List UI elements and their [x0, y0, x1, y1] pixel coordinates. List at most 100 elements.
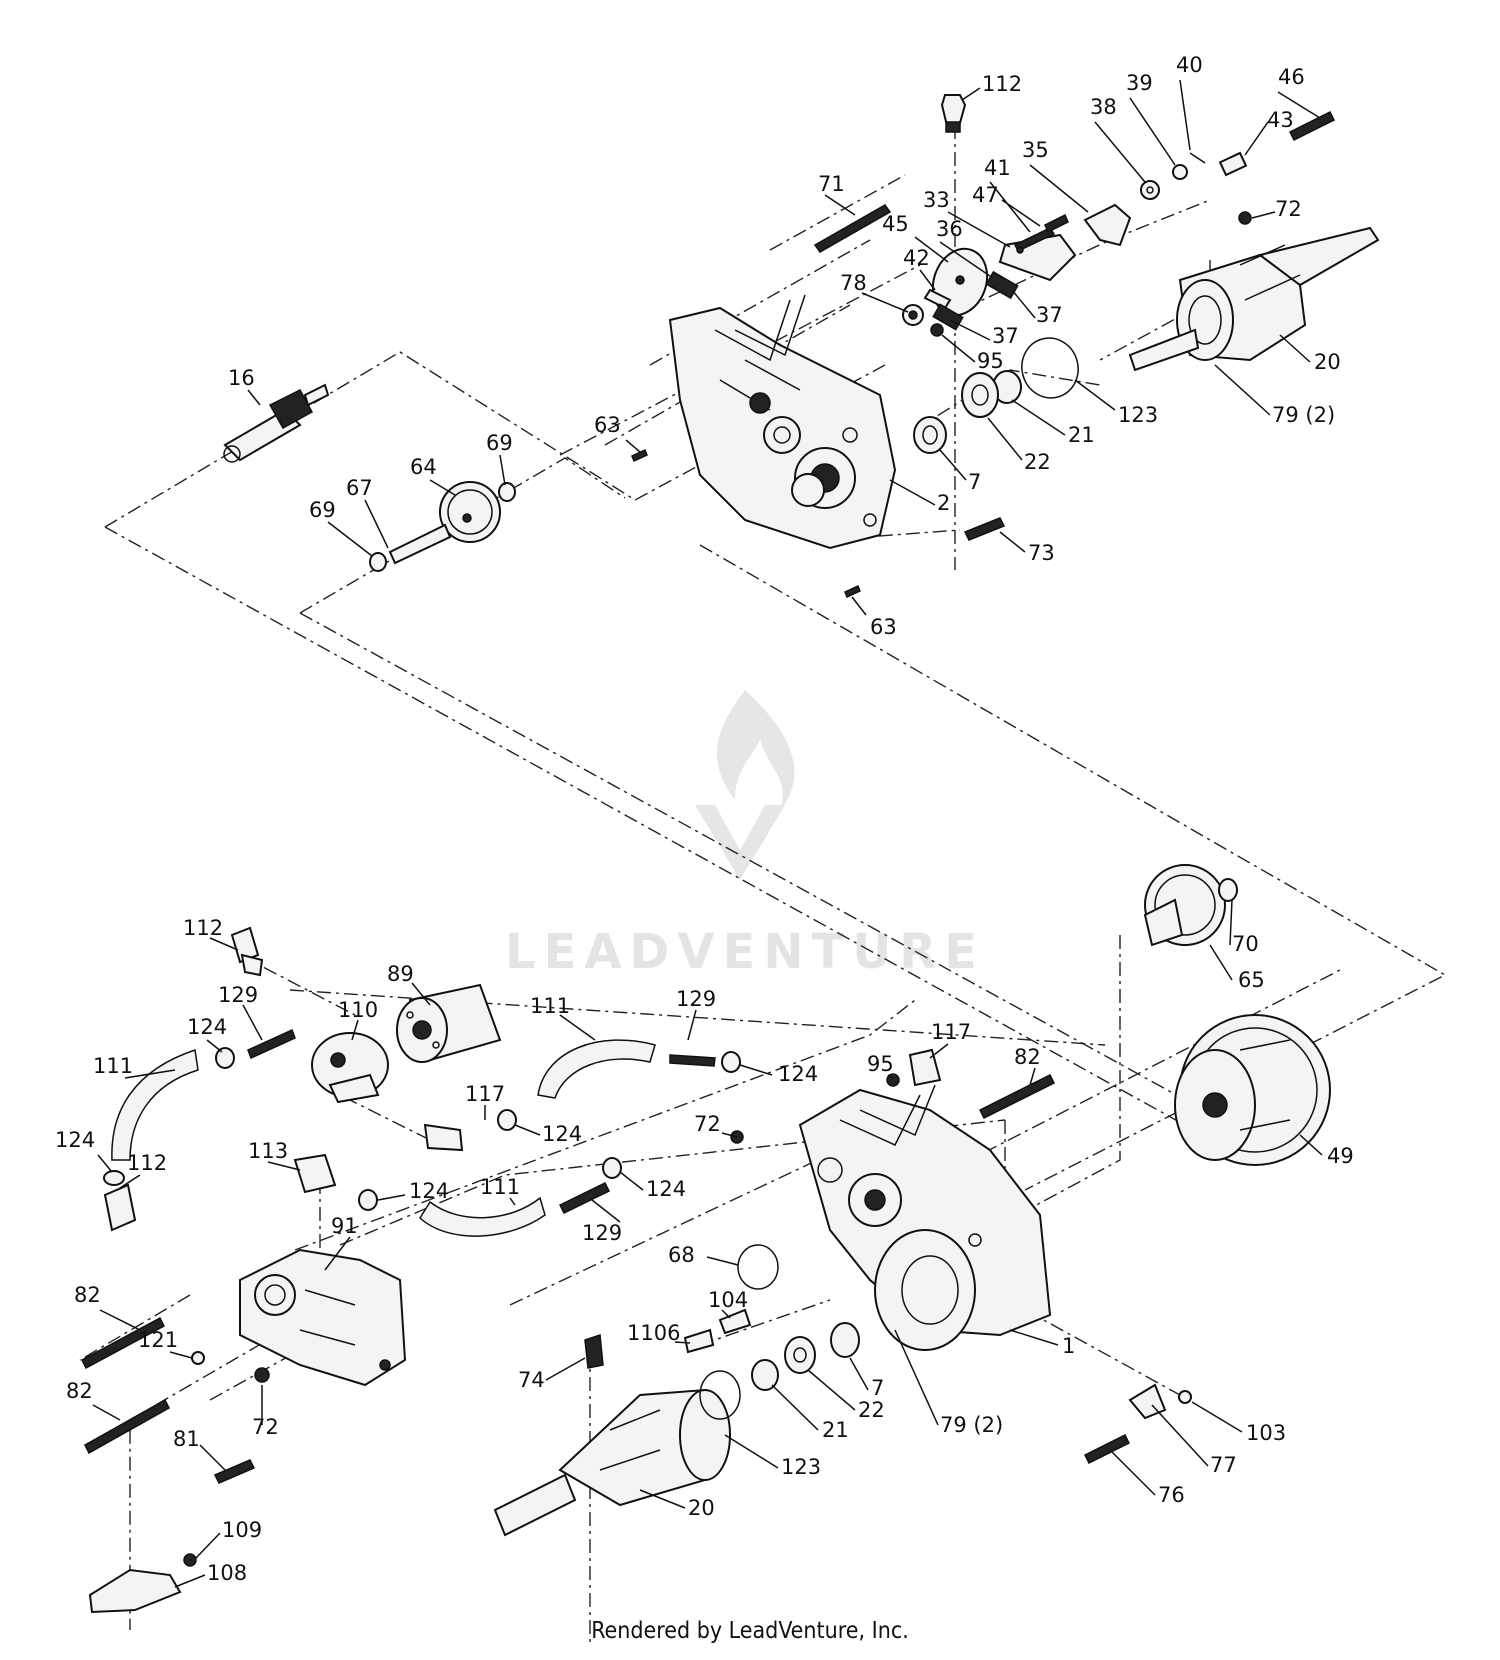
label-81: 81 — [173, 1427, 200, 1451]
pin-63-a — [631, 448, 648, 463]
shift-arm-plate — [998, 203, 1132, 282]
leadventure-watermark: LEADVENTURE — [505, 690, 985, 980]
oil-filter-89 — [396, 983, 502, 1063]
label-89: 89 — [387, 962, 414, 986]
label-1: 1 — [1062, 1334, 1075, 1358]
fitting-112-top — [940, 94, 967, 133]
label-37: 37 — [1036, 303, 1063, 327]
callout-labels: 112 46 40 39 43 38 35 41 47 71 33 72 45 … — [55, 53, 1354, 1585]
label-111-b: 111 — [530, 994, 570, 1018]
label-7-b: 7 — [871, 1376, 884, 1400]
hose-clamps-124 — [103, 1047, 741, 1211]
label-129-c: 129 — [582, 1221, 622, 1245]
label-69: 69 — [486, 431, 513, 455]
label-49: 49 — [1327, 1144, 1354, 1168]
label-82-b: 82 — [74, 1283, 101, 1307]
leader-lines — [92, 79, 1323, 1588]
bolt-82-left-a — [81, 1316, 165, 1370]
label-77: 77 — [1210, 1453, 1237, 1477]
label-70: 70 — [1232, 932, 1259, 956]
label-20-b: 20 — [688, 1496, 715, 1520]
label-124-e: 124 — [409, 1179, 449, 1203]
fitting-104 — [718, 1308, 752, 1335]
label-109: 109 — [222, 1518, 262, 1542]
watermark-text: LEADVENTURE — [505, 924, 985, 980]
label-129: 129 — [218, 983, 258, 1007]
label-47: 47 — [972, 183, 999, 207]
seal-rings-top — [913, 337, 1079, 454]
label-121: 121 — [138, 1328, 178, 1352]
label-22: 22 — [1024, 450, 1051, 474]
label-111: 111 — [93, 1054, 133, 1078]
bolt-82-right — [978, 1073, 1056, 1120]
label-95-b: 95 — [867, 1052, 894, 1076]
label-124-c: 124 — [542, 1122, 582, 1146]
label-72-c: 72 — [252, 1415, 279, 1439]
label-43: 43 — [1267, 108, 1294, 132]
label-78: 78 — [840, 271, 867, 295]
label-65: 65 — [1238, 968, 1265, 992]
label-95: 95 — [977, 349, 1004, 373]
label-35: 35 — [1022, 138, 1049, 162]
pin-63-b — [844, 584, 861, 599]
label-21: 21 — [1068, 423, 1095, 447]
label-73: 73 — [1028, 541, 1055, 565]
label-112-c: 112 — [127, 1151, 167, 1175]
label-63: 63 — [594, 413, 621, 437]
label-103: 103 — [1246, 1421, 1286, 1445]
label-123-b: 123 — [781, 1455, 821, 1479]
label-67: 67 — [346, 476, 373, 500]
bolt-73 — [963, 517, 1006, 541]
shift-linkage-parts — [1140, 110, 1336, 200]
label-111-c: 111 — [480, 1175, 520, 1199]
hose-111-low — [419, 1196, 546, 1237]
label-39: 39 — [1126, 71, 1153, 95]
label-79-2: 79 (2) — [1272, 403, 1335, 427]
seal-rings-lower — [751, 1322, 860, 1391]
label-110: 110 — [338, 998, 378, 1022]
o-ring-68 — [737, 1244, 779, 1290]
label-124: 124 — [187, 1015, 227, 1039]
label-46: 46 — [1278, 65, 1305, 89]
label-123: 123 — [1118, 403, 1158, 427]
label-91: 91 — [331, 1214, 358, 1238]
label-72: 72 — [1275, 197, 1302, 221]
label-22-b: 22 — [858, 1398, 885, 1422]
label-112-b: 112 — [183, 916, 223, 940]
label-129-b: 129 — [676, 987, 716, 1011]
bolt-81 — [213, 1459, 256, 1484]
label-41: 41 — [984, 156, 1011, 180]
label-21-b: 21 — [822, 1418, 849, 1442]
label-2: 2 — [937, 491, 950, 515]
bracket-108 — [88, 1568, 182, 1614]
filter-head-110 — [311, 1032, 389, 1104]
label-72-b: 72 — [694, 1112, 721, 1136]
case-main-1 — [798, 1084, 1052, 1351]
label-20: 20 — [1314, 350, 1341, 374]
spring-129-a — [247, 1028, 296, 1060]
label-82-c: 82 — [66, 1379, 93, 1403]
label-16: 16 — [228, 366, 255, 390]
bolt-74 — [584, 1333, 604, 1369]
label-104: 104 — [708, 1288, 748, 1312]
gear-65 — [1143, 864, 1238, 947]
nut-72-low — [254, 1367, 270, 1383]
label-37-b: 37 — [992, 324, 1019, 348]
gear-64-shaft-67 — [369, 481, 516, 572]
shaft-16 — [223, 383, 330, 463]
label-108: 108 — [207, 1561, 247, 1585]
label-45: 45 — [882, 212, 909, 236]
label-74: 74 — [518, 1368, 545, 1392]
label-64: 64 — [410, 455, 437, 479]
nut-72-top — [1238, 211, 1252, 225]
label-68: 68 — [668, 1243, 695, 1267]
label-124-b: 124 — [778, 1062, 818, 1086]
differential-49 — [1174, 1014, 1331, 1166]
axle-housing-20-bottom — [493, 1370, 741, 1537]
label-124-f: 124 — [646, 1177, 686, 1201]
fitting-112-left-upper — [230, 926, 264, 977]
brake-parts — [902, 247, 1019, 337]
bolt-76 — [1083, 1433, 1131, 1465]
fitting-113 — [293, 1153, 337, 1194]
